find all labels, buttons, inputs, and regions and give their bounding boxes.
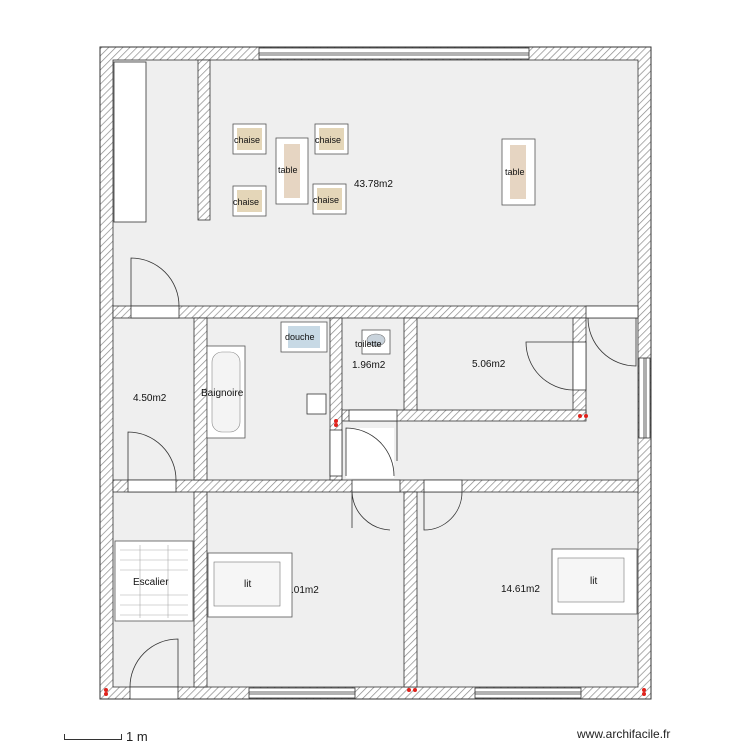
stairs-label: Escalier [133,577,169,588]
bathroom-box [306,393,327,415]
bedroom-right-area-label: 14.61m2 [501,584,540,595]
stairs-icon [114,540,194,622]
bed-right-label: lit [590,576,597,587]
markers [104,414,646,696]
scale-bar [64,734,122,740]
bedroom-left-area-label: .01m2 [291,585,319,596]
site-watermark[interactable]: www.archifacile.fr [577,727,671,741]
bathtub-label: Baignoire [201,388,244,399]
scale-label: 1 m [126,729,148,744]
closet [113,61,147,223]
chair-2-label: chaise [315,135,341,145]
table-1-label: table [278,165,298,175]
living-area-label: 43.78m2 [354,179,393,190]
doors [127,257,639,700]
shower-label: douche [285,332,315,342]
table-2-label: table [505,167,525,177]
small-room-area-label: 5.06m2 [472,359,506,370]
bed-left-label: lit [244,579,251,590]
toilet-room-area-label: 1.96m2 [352,360,386,371]
chair-4-label: chaise [313,195,339,205]
toilet-label: toilette [355,339,382,349]
chair-1-label: chaise [234,135,260,145]
chair-3-label: chaise [233,197,259,207]
windows [248,47,651,699]
stair-room-area-label: 4.50m2 [133,393,167,404]
